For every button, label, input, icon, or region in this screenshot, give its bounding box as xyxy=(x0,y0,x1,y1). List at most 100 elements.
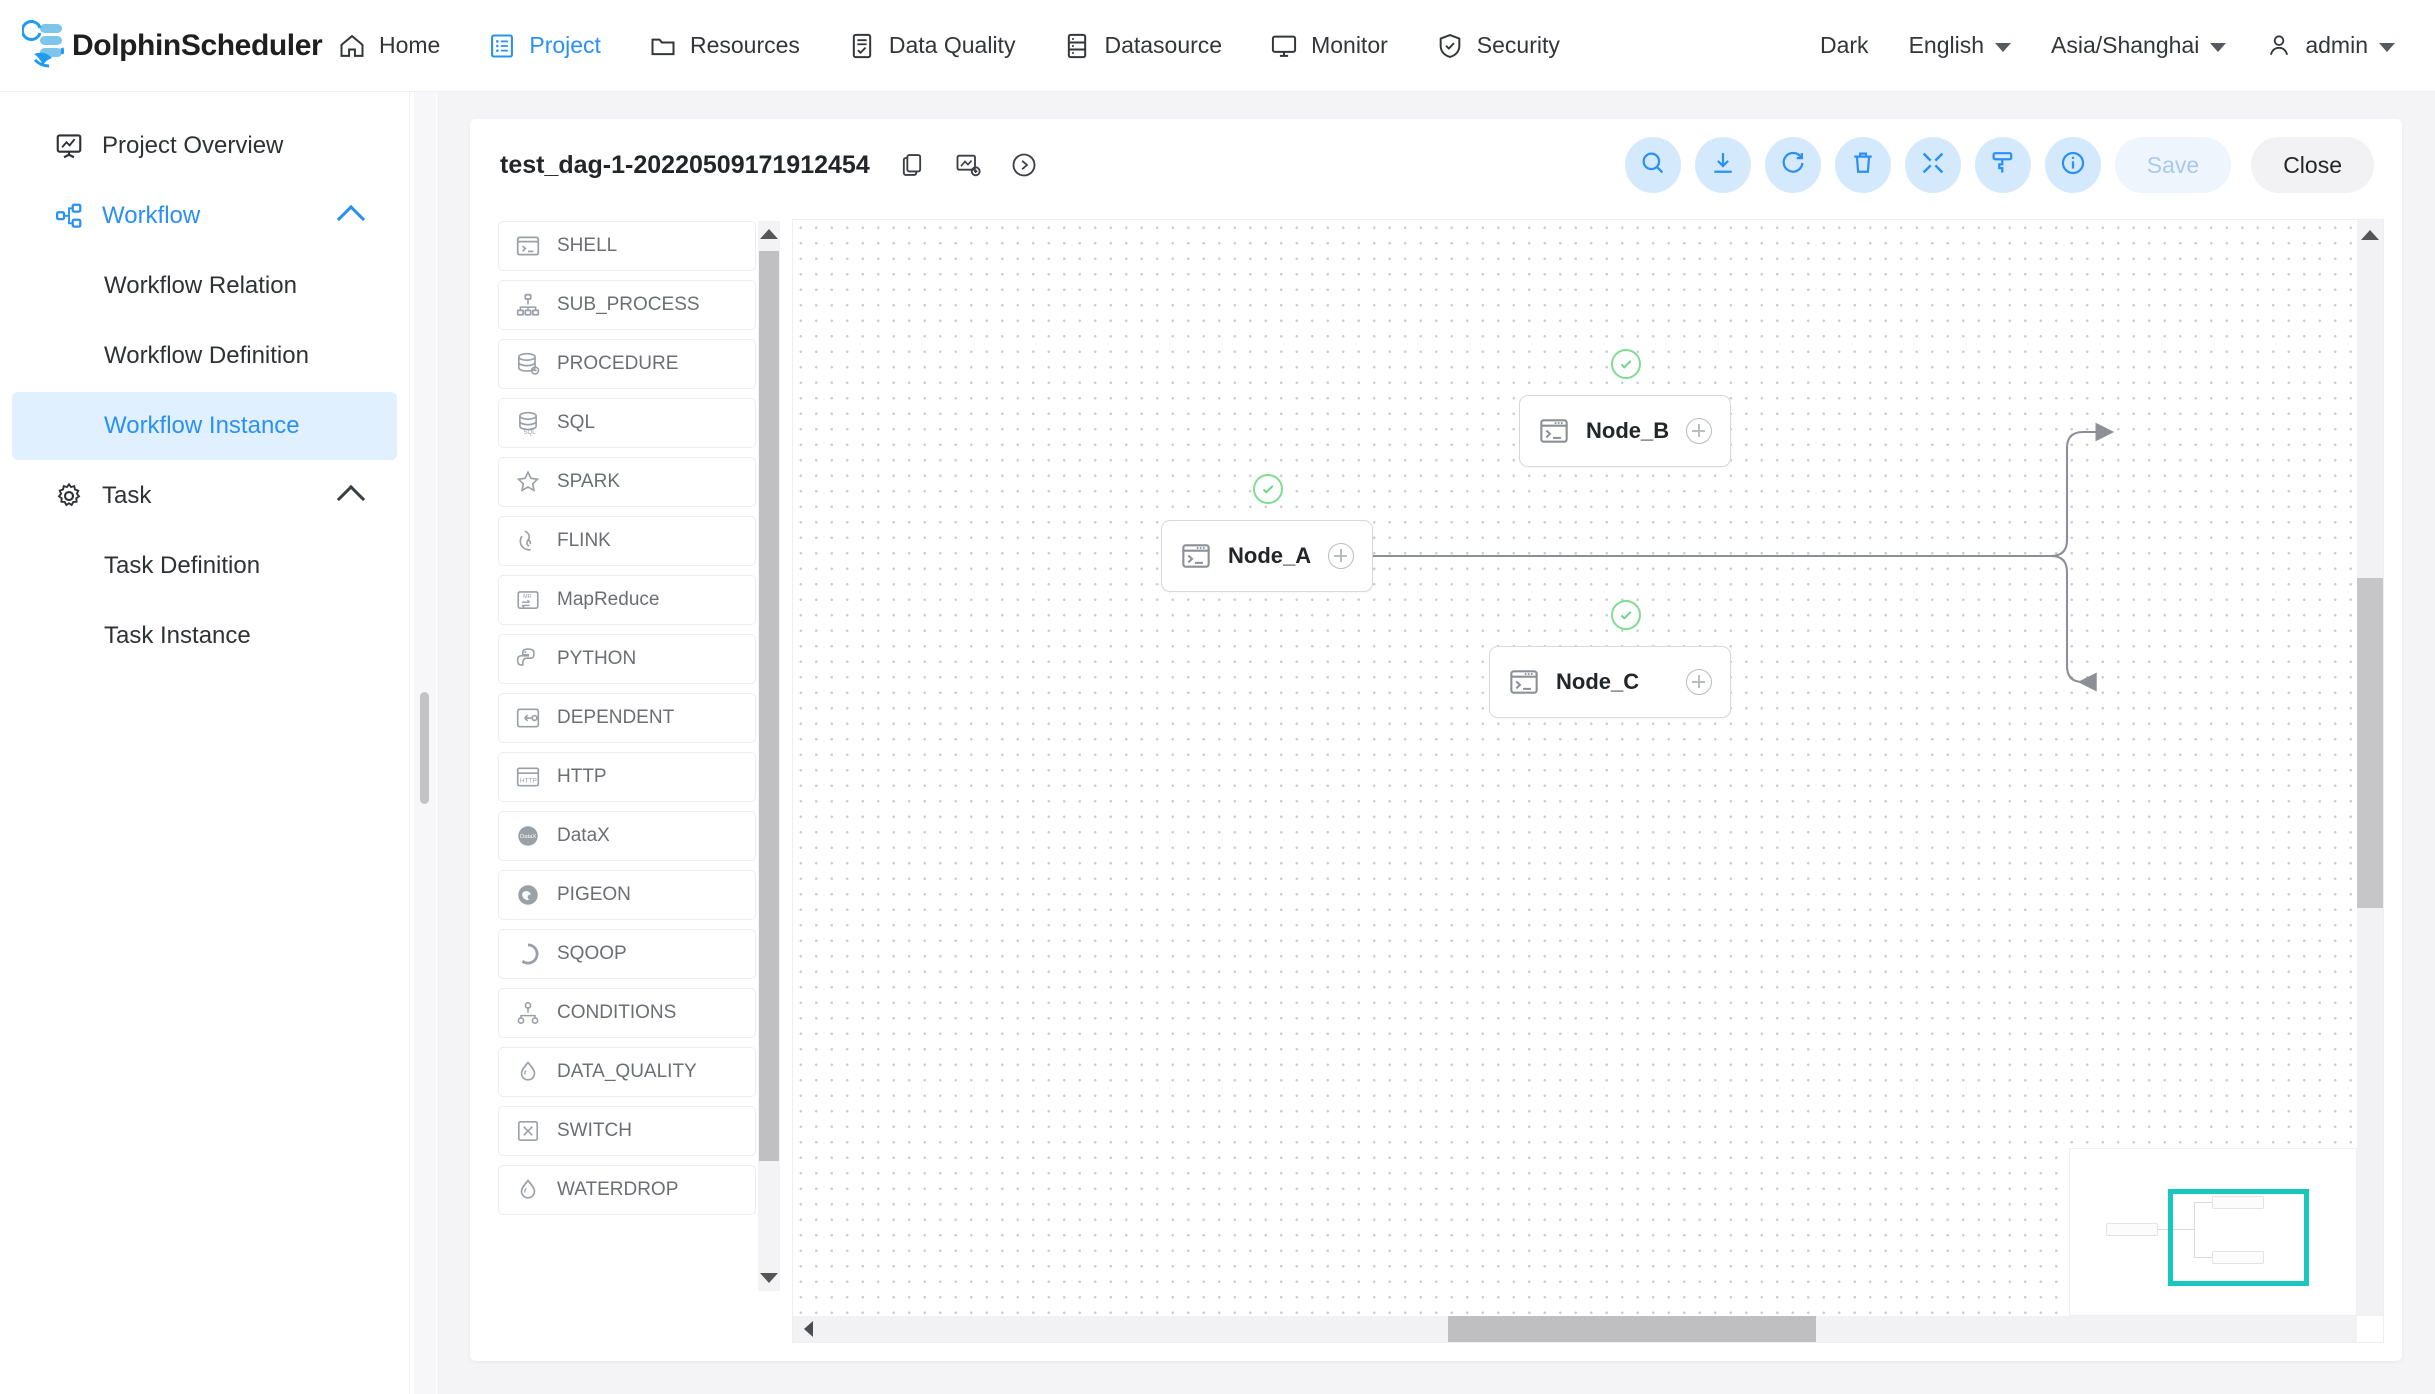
sub-process-icon xyxy=(515,292,541,318)
task-type-http[interactable]: HTTP HTTP xyxy=(498,752,756,802)
switch-icon xyxy=(515,1118,541,1144)
canvas-vertical-scrollbar-thumb[interactable] xyxy=(2357,578,2383,908)
timezone-label: Asia/Shanghai xyxy=(2051,32,2200,58)
task-type-label: DEPENDENT xyxy=(557,707,675,728)
nav-item-datasource[interactable]: Datasource xyxy=(1039,16,1246,76)
task-type-label: HTTP xyxy=(557,766,607,787)
sidebar-label-workflow: Workflow xyxy=(102,202,201,229)
fullscreen-button[interactable] xyxy=(1904,137,1961,193)
brand[interactable]: DolphinScheduler xyxy=(20,19,323,72)
chevron-up-icon[interactable] xyxy=(336,484,366,513)
search-button[interactable] xyxy=(1624,137,1681,193)
waterdrop-icon xyxy=(515,1177,541,1203)
task-type-datax[interactable]: DataX DataX xyxy=(498,811,756,861)
canvas-horizontal-scrollbar-thumb[interactable] xyxy=(1448,1316,1816,1342)
minimap-viewport-rect[interactable] xyxy=(2168,1189,2309,1286)
sidebar-item-workflow-instance[interactable]: Workflow Instance xyxy=(12,392,397,460)
nav-item-project[interactable]: Project xyxy=(464,16,625,76)
task-type-conditions[interactable]: CONDITIONS xyxy=(498,988,756,1038)
dag-node-label: Node_C xyxy=(1556,669,1640,694)
task-type-label: PYTHON xyxy=(557,648,637,669)
task-type-dependent[interactable]: DEPENDENT xyxy=(498,693,756,743)
task-palette-scrollbar-thumb[interactable] xyxy=(759,251,779,1161)
execute-icon[interactable] xyxy=(1010,151,1038,179)
sidebar-item-workflow-relation[interactable]: Workflow Relation xyxy=(12,252,397,320)
user-menu[interactable]: admin xyxy=(2246,20,2415,72)
minimap-edge-trunk xyxy=(2194,1202,2195,1257)
task-type-sqoop[interactable]: SQOOP xyxy=(498,929,756,979)
canvas-horizontal-scrollbar-track[interactable] xyxy=(793,1316,2357,1342)
task-palette-scroll-down-button[interactable] xyxy=(758,1265,780,1291)
language-select[interactable]: English xyxy=(1889,20,2031,72)
task-type-spark[interactable]: SPARK xyxy=(498,457,756,507)
task-type-flink[interactable]: FLINK xyxy=(498,516,756,566)
task-type-label: FLINK xyxy=(557,530,611,551)
sidebar-item-task[interactable]: Task xyxy=(12,462,397,530)
nav-item-security[interactable]: Security xyxy=(1412,16,1584,76)
nav-item-monitor[interactable]: Monitor xyxy=(1246,16,1412,76)
format-button[interactable] xyxy=(1974,137,2031,193)
task-type-label: PROCEDURE xyxy=(557,353,679,374)
sidebar-item-task-instance[interactable]: Task Instance xyxy=(12,602,397,670)
task-type-label: DATA_QUALITY xyxy=(557,1061,697,1082)
copy-icon[interactable] xyxy=(898,151,926,179)
brand-name: DolphinScheduler xyxy=(72,28,323,62)
task-palette-scroll-up-button[interactable] xyxy=(758,221,780,247)
dag-canvas[interactable]: Node_A Node_B xyxy=(792,219,2384,1343)
task-type-label: PIGEON xyxy=(557,884,631,905)
task-type-switch[interactable]: SWITCH xyxy=(498,1106,756,1156)
canvas-scroll-left-button[interactable] xyxy=(797,1316,819,1342)
dag-node-output-port[interactable] xyxy=(1686,669,1712,695)
task-type-palette: SHELL SUB_PROCESS xyxy=(498,221,756,1291)
nav-item-resources[interactable]: Resources xyxy=(625,16,824,76)
dag-node-output-port[interactable] xyxy=(1686,418,1712,444)
canvas-vertical-scrollbar-track[interactable] xyxy=(2357,220,2383,1316)
task-type-procedure[interactable]: PROCEDURE xyxy=(498,339,756,389)
format-icon xyxy=(1989,149,2017,182)
chevron-up-icon[interactable] xyxy=(336,204,366,233)
delete-button[interactable] xyxy=(1834,137,1891,193)
task-type-mapreduce[interactable]: MR MapReduce xyxy=(498,575,756,625)
theme-toggle[interactable]: Dark xyxy=(1800,20,1889,72)
task-type-python[interactable]: PYTHON xyxy=(498,634,756,684)
timezone-select[interactable]: Asia/Shanghai xyxy=(2031,20,2246,72)
minimap-node-c xyxy=(2212,1251,2264,1264)
nav-label-data-quality: Data Quality xyxy=(888,32,1016,58)
sidebar-item-task-definition[interactable]: Task Definition xyxy=(12,532,397,600)
dag-node-node-b[interactable]: Node_B xyxy=(1519,395,1731,467)
refresh-button[interactable] xyxy=(1764,137,1821,193)
sidebar-item-workflow-definition[interactable]: Workflow Definition xyxy=(12,322,397,390)
dolphinscheduler-logo-icon xyxy=(20,19,68,72)
nav-item-data-quality[interactable]: Data Quality xyxy=(824,16,1040,76)
task-type-shell[interactable]: SHELL xyxy=(498,221,756,271)
nav-label-project: Project xyxy=(529,32,601,58)
canvas-minimap[interactable] xyxy=(2069,1148,2357,1316)
sidebar-scrollbar-thumb[interactable] xyxy=(420,692,429,804)
task-type-pigeon[interactable]: PIGEON xyxy=(498,870,756,920)
task-type-sub-process[interactable]: SUB_PROCESS xyxy=(498,280,756,330)
sidebar-item-project-overview[interactable]: Project Overview xyxy=(12,112,397,180)
dag-editor-header: test_dag-1-20220509171912454 xyxy=(470,119,2402,211)
close-button[interactable]: Close xyxy=(2251,137,2374,193)
task-type-sql[interactable]: SQL SQL xyxy=(498,398,756,448)
dag-node-output-port[interactable] xyxy=(1328,543,1354,569)
sidebar: Project Overview Workflow Workflow Relat… xyxy=(0,92,410,1394)
sidebar-item-workflow[interactable]: Workflow xyxy=(12,182,397,250)
canvas-scroll-up-button[interactable] xyxy=(2357,224,2383,246)
info-button[interactable] xyxy=(2044,137,2101,193)
chevron-down-icon xyxy=(2210,42,2227,52)
triangle-up-icon xyxy=(760,229,778,239)
info-icon xyxy=(2059,149,2087,182)
download-icon xyxy=(1709,149,1737,182)
nav-item-home[interactable]: Home xyxy=(314,16,464,76)
task-type-waterdrop[interactable]: WATERDROP xyxy=(498,1165,756,1215)
triangle-left-icon xyxy=(803,1321,813,1337)
dag-node-node-a[interactable]: Node_A xyxy=(1161,520,1373,592)
download-button[interactable] xyxy=(1694,137,1751,193)
shield-check-icon xyxy=(1436,32,1464,60)
save-button[interactable]: Save xyxy=(2114,137,2232,193)
version-icon[interactable] xyxy=(954,151,982,179)
task-type-data-quality[interactable]: DATA_QUALITY xyxy=(498,1047,756,1097)
dag-node-node-c[interactable]: Node_C xyxy=(1489,646,1731,718)
procedure-icon xyxy=(515,351,541,377)
